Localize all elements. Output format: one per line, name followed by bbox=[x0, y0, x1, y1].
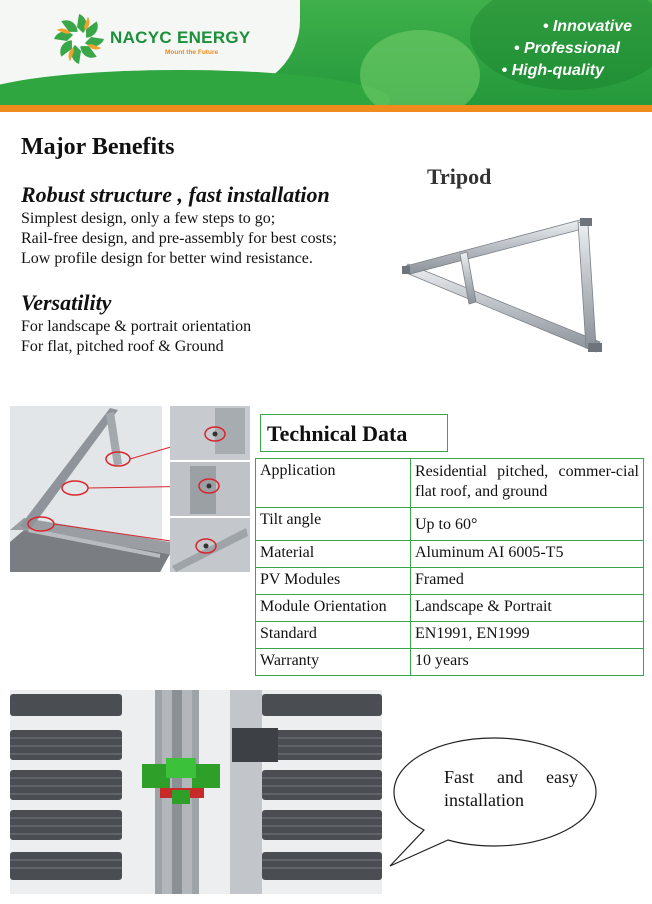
text-line: For flat, pitched roof & Ground bbox=[21, 338, 224, 355]
robust-heading: Robust structure , fast installation bbox=[21, 182, 330, 207]
callout-line: installation bbox=[444, 790, 524, 810]
text-line: Low profile design for better wind resis… bbox=[21, 250, 313, 267]
table-row: Warranty 10 years bbox=[255, 648, 644, 676]
technical-data-table: Application Residential pitched, commer-… bbox=[255, 458, 644, 676]
header-decor bbox=[360, 30, 480, 112]
product-label: Tripod bbox=[427, 164, 492, 189]
spec-value: Landscape & Portrait bbox=[410, 594, 644, 622]
spec-key: Tilt angle bbox=[255, 507, 411, 541]
brand-name: NACYC ENERGY bbox=[110, 28, 251, 47]
slogan-list: • Innovative • Professional • High-quali… bbox=[502, 16, 632, 82]
text-line: Rail-free design, and pre-assembly for b… bbox=[21, 230, 337, 247]
installation-image bbox=[10, 690, 382, 894]
section-title: Major Benefits bbox=[21, 134, 175, 160]
mounting-detail-image bbox=[10, 406, 250, 572]
versatility-text: For landscape & portrait orientation For… bbox=[21, 317, 251, 357]
table-row: Module Orientation Landscape & Portrait bbox=[255, 594, 644, 622]
table-row: PV Modules Framed bbox=[255, 567, 644, 595]
table-row: Material Aluminum AI 6005-T5 bbox=[255, 540, 644, 568]
spec-value: Up to 60° bbox=[410, 507, 644, 541]
spec-key: PV Modules bbox=[255, 567, 411, 595]
tripod-image bbox=[402, 218, 602, 353]
spec-key: Standard bbox=[255, 621, 411, 649]
spec-value: Framed bbox=[410, 567, 644, 595]
spec-key: Warranty bbox=[255, 648, 411, 676]
spec-key: Application bbox=[255, 458, 411, 508]
callout-bubble bbox=[389, 737, 597, 867]
spec-value: Aluminum AI 6005-T5 bbox=[410, 540, 644, 568]
callout-line: Fast and easy bbox=[444, 767, 578, 787]
table-row: Tilt angle Up to 60° bbox=[255, 507, 644, 541]
brand-tagline: Mount the Future bbox=[165, 49, 219, 56]
slogan-item: • High-quality bbox=[501, 62, 604, 79]
text-line: Simplest design, only a few steps to go; bbox=[21, 210, 276, 227]
slogan-item: • Innovative bbox=[542, 18, 632, 35]
company-logo-icon bbox=[54, 14, 104, 64]
spec-key: Material bbox=[255, 540, 411, 568]
header-banner: NACYC ENERGY Mount the Future • Innovati… bbox=[0, 0, 652, 112]
table-row: Application Residential pitched, commer-… bbox=[255, 458, 644, 508]
spec-value: 10 years bbox=[410, 648, 644, 676]
spec-key: Module Orientation bbox=[255, 594, 411, 622]
table-row: Standard EN1991, EN1999 bbox=[255, 621, 644, 649]
robust-text: Simplest design, only a few steps to go;… bbox=[21, 209, 337, 269]
spec-value: Residential pitched, commer-cial flat ro… bbox=[410, 458, 644, 508]
text-line: For landscape & portrait orientation bbox=[21, 318, 252, 335]
slogan-item: • Professional bbox=[513, 40, 620, 57]
callout-text: Fast and easy installation bbox=[444, 766, 578, 812]
technical-data-title: Technical Data bbox=[260, 414, 448, 452]
spec-value: EN1991, EN1999 bbox=[410, 621, 644, 649]
header-accent-strip bbox=[0, 105, 652, 112]
versatility-heading: Versatility bbox=[21, 290, 112, 315]
